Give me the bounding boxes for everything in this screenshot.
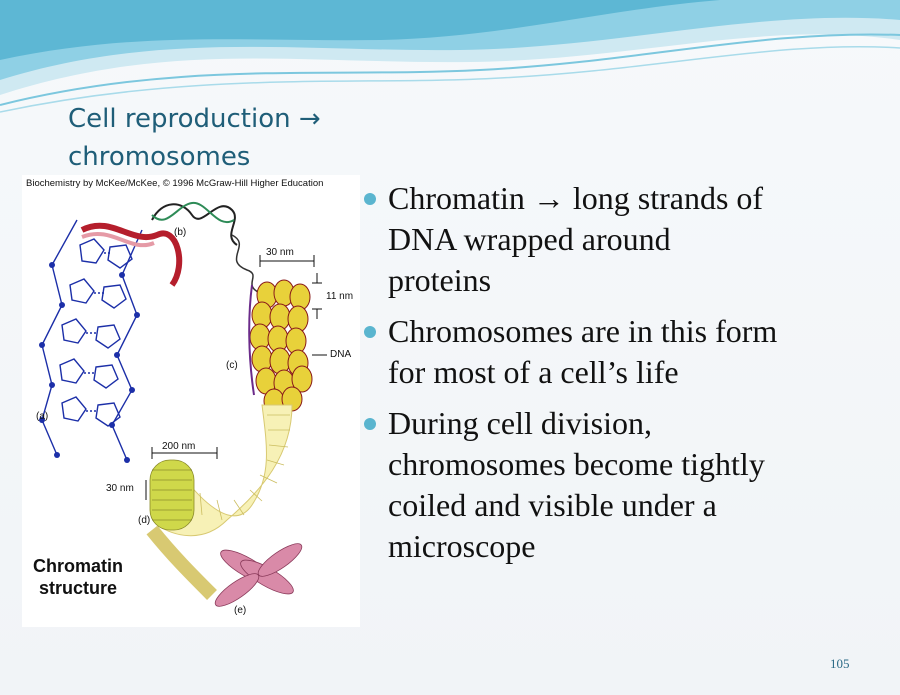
label-30nm-top: 30 nm xyxy=(266,247,294,258)
bullet-line: DNA wrapped around xyxy=(388,221,671,257)
bullet-line: Chromosomes are in this form xyxy=(388,313,778,349)
bullet-item: Chromatin → long strands of DNA wrapped … xyxy=(364,178,884,301)
bullet-item: During cell division, chromosomes become… xyxy=(364,403,884,567)
label-11nm: 11 nm xyxy=(326,291,354,302)
chromatin-diagram xyxy=(39,201,327,607)
figure-caption: Chromatin structure xyxy=(24,555,132,599)
header-wave-decoration xyxy=(0,0,900,113)
30nm-fiber xyxy=(149,459,195,531)
label-30nm-side: 30 nm xyxy=(106,483,134,494)
page-number: 105 xyxy=(830,656,850,671)
label-c: (c) xyxy=(226,360,238,371)
nucleosome-fiber xyxy=(249,279,313,414)
bullet-item: Chromosomes are in this form for most of… xyxy=(364,311,884,393)
label-200nm: 200 nm xyxy=(162,441,196,452)
label-a: (a) xyxy=(36,411,49,422)
figure-caption-line-1: Chromatin xyxy=(33,556,123,576)
metaphase-chromosome xyxy=(214,543,303,607)
dna-helix-ribbon xyxy=(80,222,183,287)
bullet-line: microscope xyxy=(388,528,536,564)
bullet-line: proteins xyxy=(388,262,492,298)
slide-title: Cell reproduction → chromosomes xyxy=(68,100,368,176)
label-e: (e) xyxy=(234,605,247,616)
label-dna: DNA xyxy=(330,349,352,360)
dna-double-helix xyxy=(151,203,238,246)
bullet-line: coiled and visible under a xyxy=(388,487,717,523)
bullet-dot-icon xyxy=(364,418,376,430)
slide-title-line-1: Cell reproduction → xyxy=(68,104,321,134)
figure-caption-line-2: structure xyxy=(38,578,118,598)
bullet-dot-icon xyxy=(364,193,376,205)
chromatin-structure-figure: (a) (b) (c) (d) (e) 30 nm 11 nm DNA 200 … xyxy=(22,175,360,627)
slide-title-line-2: chromosomes xyxy=(68,142,251,172)
bullet-line: for most of a cell’s life xyxy=(388,354,679,390)
bullet-dot-icon xyxy=(364,326,376,338)
label-d: (d) xyxy=(138,515,151,526)
figure-credit: Biochemistry by McKee/McKee, © 1996 McGr… xyxy=(26,178,324,189)
label-b: (b) xyxy=(174,227,187,238)
bullet-line: chromosomes become tightly xyxy=(388,446,765,482)
bullet-line: Chromatin → long strands of xyxy=(388,180,764,216)
dna-chemical-structure xyxy=(41,219,143,461)
bullet-line: During cell division, xyxy=(388,405,652,441)
bullet-list: Chromatin → long strands of DNA wrapped … xyxy=(364,178,884,577)
